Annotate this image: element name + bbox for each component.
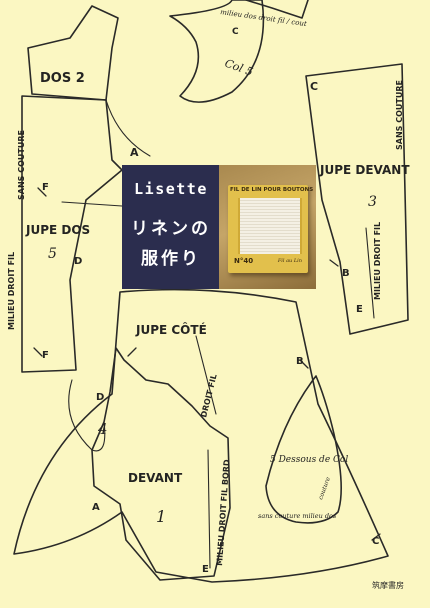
label-devant-side-number: 4 — [97, 420, 108, 438]
label-milieu-droit-fil-right: MILIEU DROIT FIL — [373, 222, 382, 300]
jupe-dos-seam — [61, 201, 123, 207]
thread-card-number: N°40 — [234, 257, 254, 265]
grain-line-devant — [207, 449, 211, 569]
label-dessous-col: 5 Dessous de Col — [270, 455, 348, 465]
grain-line-jupe-cote — [195, 335, 217, 415]
title-japanese-line-1: リネンの — [131, 219, 211, 239]
label-sans-couture-right: SANS COUTURE — [395, 80, 404, 150]
match-letter-f-lower: F — [42, 350, 49, 361]
notch — [127, 347, 137, 357]
title-japanese-line-2: 服作り — [141, 249, 201, 269]
match-letter-f-upper: F — [42, 182, 49, 193]
label-dos: DOS 2 — [40, 71, 85, 86]
match-letter-b-skirt: B — [296, 356, 304, 367]
label-jupe-dos-number: 5 — [48, 246, 57, 262]
label-col: Col 5 — [223, 57, 255, 79]
notch — [33, 347, 43, 357]
title-latin: Lisette — [134, 180, 208, 198]
match-letter-c-top: C — [310, 80, 318, 93]
match-letter-e-bottom: E — [202, 564, 209, 575]
label-jupe-devant: JUPE DEVANT — [319, 163, 410, 177]
thread-card-brand: Fil au Lin — [277, 258, 302, 264]
notch — [329, 259, 339, 267]
label-devant: DEVANT — [128, 471, 183, 485]
top-right-piece-outline — [245, 0, 309, 19]
title-block: Lisette リネンの 服作り — [122, 165, 219, 289]
match-letter-b-right: B — [342, 268, 350, 279]
label-sans-couture-milieu-dos: sans couture milieu dos — [258, 512, 337, 520]
label-jupe-dos: JUPE DOS — [25, 223, 90, 237]
devant-piece-outline — [91, 347, 231, 581]
label-couture-note: couture — [317, 476, 332, 501]
match-letter-e-right: E — [356, 304, 363, 315]
label-milieu-droit-fil-left: MILIEU DROIT FIL — [7, 252, 16, 330]
match-letter-a-top: A — [130, 146, 139, 159]
match-letter-a-bottom: A — [92, 502, 100, 513]
label-jupe-devant-number: 3 — [368, 194, 377, 210]
devant-neck-curve — [68, 379, 106, 452]
dos-armhole — [105, 99, 151, 157]
publisher-name: 筑摩書房 — [372, 581, 404, 590]
dessous-col-outline — [265, 375, 342, 524]
col-piece-outline — [169, 0, 265, 103]
notch — [37, 187, 47, 197]
label-devant-number: 1 — [156, 507, 166, 526]
jupe-devant-piece-outline — [305, 63, 409, 335]
thread-card-label: FIL DE LIN POUR BOUTONS — [230, 187, 314, 193]
notch — [371, 533, 381, 541]
label-sans-couture-left: SANS COUTURE — [17, 130, 26, 200]
dos-piece-outline — [27, 5, 119, 101]
match-letter-d-skirt: D — [96, 392, 104, 403]
thread-card: FIL DE LIN POUR BOUTONS N°40 Fil au Lin — [228, 185, 314, 273]
thread-winding — [238, 198, 302, 254]
match-letter-c-collar: C — [232, 27, 239, 37]
thread-card-photo: FIL DE LIN POUR BOUTONS N°40 Fil au Lin — [219, 165, 316, 289]
grain-line-jupe-devant — [365, 227, 375, 319]
match-letter-c-bottom: C — [372, 536, 379, 547]
jupe-dos-piece-outline — [21, 95, 123, 373]
label-jupe-cote: JUPE CÔTÉ — [135, 322, 207, 337]
jupe-cote-piece-outline — [13, 288, 389, 583]
notch — [299, 359, 309, 369]
match-letter-d-left: D — [74, 256, 82, 267]
